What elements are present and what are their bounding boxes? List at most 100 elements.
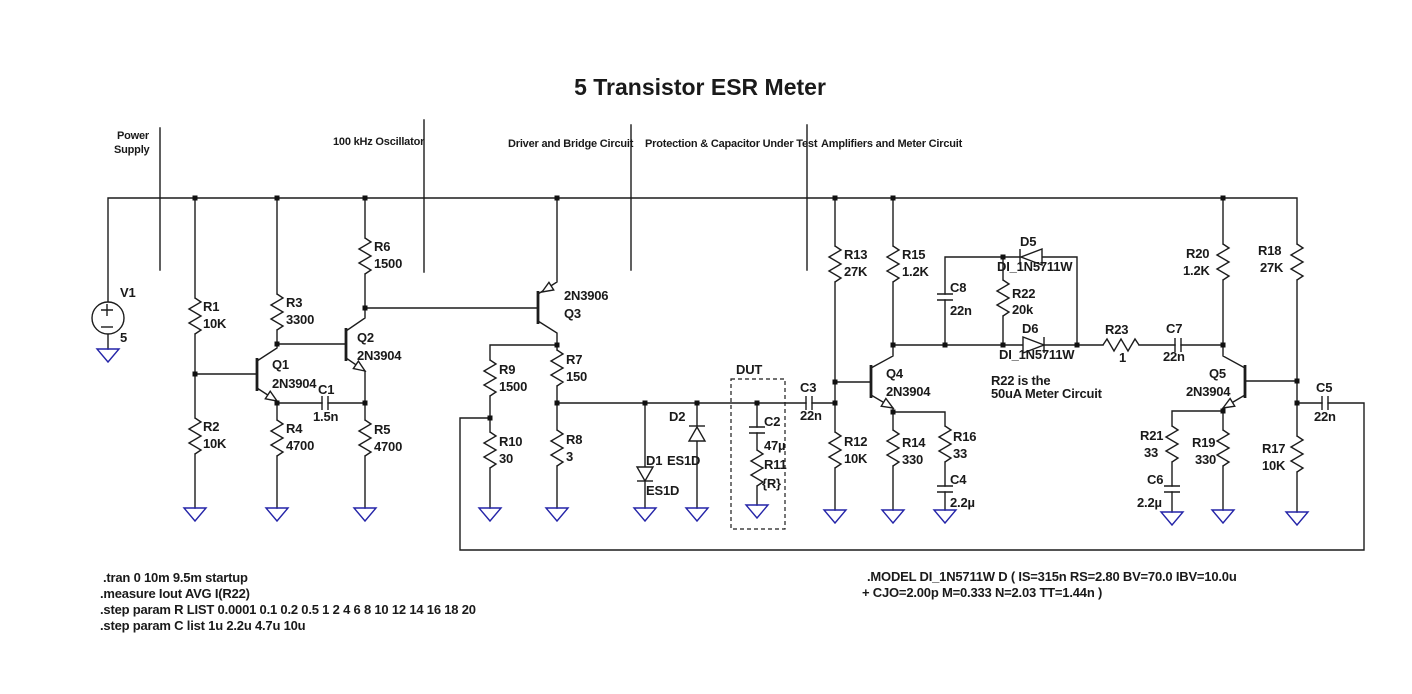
transistor-Q2[interactable] [344, 328, 369, 376]
label-R12-name: R12 [844, 434, 867, 449]
label-Q2-name: Q2 [357, 330, 374, 345]
transistor-Q4[interactable] [869, 365, 897, 413]
diode-D5[interactable] [1019, 247, 1043, 267]
diode-D1[interactable] [635, 466, 655, 483]
ground-icon[interactable] [265, 507, 289, 522]
resistor-R21[interactable] [1165, 425, 1179, 463]
resistor-R2[interactable] [188, 417, 202, 455]
directive-model-line2[interactable]: + CJO=2.00p M=0.333 N=2.03 TT=1.44n ) [862, 585, 1102, 600]
capacitor-C2[interactable] [748, 426, 766, 434]
resistor-R9[interactable] [483, 359, 497, 397]
ground-icon[interactable] [1160, 511, 1184, 526]
resistor-R5[interactable] [358, 419, 372, 457]
label-R3-name: R3 [286, 295, 302, 310]
label-R13-value: 27K [844, 264, 868, 279]
label-Q2-value: 2N3904 [357, 348, 402, 363]
plus-sign-icon [101, 304, 113, 316]
resistor-R16[interactable] [938, 425, 952, 463]
ground-icon[interactable] [478, 507, 502, 522]
label-R15-name: R15 [902, 247, 925, 262]
transistor-Q3[interactable] [536, 281, 555, 324]
resistor-R7[interactable] [550, 349, 564, 387]
resistor-R13[interactable] [828, 245, 842, 283]
section-label-power-1: Power [117, 130, 150, 142]
label-D2-name: D2 [669, 409, 685, 424]
label-R20-name: R20 [1186, 246, 1209, 261]
ground-icon[interactable] [353, 507, 377, 522]
capacitor-C1[interactable] [321, 395, 329, 411]
capacitor-C5[interactable] [1321, 395, 1329, 411]
page-title: 5 Transistor ESR Meter [574, 74, 826, 100]
label-R9-name: R9 [499, 362, 515, 377]
diode-D2[interactable] [687, 425, 707, 442]
label-R9-value: 1500 [499, 379, 527, 394]
ground-icon[interactable] [745, 504, 769, 519]
resistor-R17[interactable] [1290, 435, 1304, 473]
ground-icon[interactable] [823, 509, 847, 524]
label-D1-name: D1 [646, 453, 662, 468]
resistor-R12[interactable] [828, 431, 842, 469]
label-Q5-name: Q5 [1209, 366, 1226, 381]
label-R13-name: R13 [844, 247, 867, 262]
resistor-R10[interactable] [483, 431, 497, 469]
label-V1-value: 5 [120, 330, 127, 345]
directive-model-line1[interactable]: .MODEL DI_1N5711W D ( IS=315n RS=2.80 BV… [867, 569, 1237, 584]
ground-icon[interactable] [183, 507, 207, 522]
label-R16-value: 33 [953, 446, 967, 461]
label-C2-value: 47µ [764, 438, 785, 453]
resistor-R20[interactable] [1216, 243, 1230, 281]
directive-measure[interactable]: .measure Iout AVG I(R22) [100, 586, 250, 601]
label-Q1-value: 2N3904 [272, 376, 317, 391]
label-R5-value: 4700 [374, 439, 402, 454]
label-R18-name: R18 [1258, 243, 1281, 258]
label-Q5-value: 2N3904 [1186, 384, 1231, 399]
ground-icon[interactable] [96, 348, 120, 363]
resistor-R1[interactable] [188, 297, 202, 335]
directive-step-r[interactable]: .step param R LIST 0.0001 0.1 0.2 0.5 1 … [100, 602, 476, 617]
label-R22-value: 20k [1012, 302, 1034, 317]
label-R10-value: 30 [499, 451, 513, 466]
label-R11-value: {R} [762, 476, 781, 491]
label-R2-name: R2 [203, 419, 219, 434]
section-label-power-2: Supply [114, 144, 151, 156]
directive-step-c[interactable]: .step param C list 1u 2.2u 4.7u 10u [100, 618, 306, 633]
ground-icon[interactable] [545, 507, 569, 522]
resistor-R14[interactable] [886, 429, 900, 467]
resistor-R4[interactable] [270, 419, 284, 457]
ground-icon[interactable] [933, 509, 957, 524]
emitter-arrow-icon [538, 281, 555, 297]
label-R12-value: 10K [844, 451, 868, 466]
transistor-Q5[interactable] [1219, 365, 1247, 413]
resistor-R19[interactable] [1216, 429, 1230, 467]
ground-icon[interactable] [633, 507, 657, 522]
resistor-R18[interactable] [1290, 243, 1304, 281]
label-R21-value: 33 [1144, 445, 1158, 460]
label-D5-name: D5 [1020, 234, 1036, 249]
resistor-R8[interactable] [550, 429, 564, 467]
label-R11-name: R11 [764, 457, 787, 472]
label-Q3-value: 2N3906 [564, 288, 608, 303]
label-R18-value: 27K [1260, 260, 1284, 275]
directive-tran[interactable]: .tran 0 10m 9.5m startup [103, 570, 248, 585]
label-C6-name: C6 [1147, 472, 1163, 487]
resistor-R22[interactable] [996, 279, 1010, 317]
label-V1-name: V1 [120, 285, 136, 300]
ground-icon[interactable] [685, 507, 709, 522]
label-C6-value: 2.2µ [1137, 495, 1162, 510]
section-label-amplifiers: Amplifiers and Meter Circuit [821, 138, 963, 150]
label-R7-name: R7 [566, 352, 582, 367]
resistor-R6[interactable] [358, 237, 372, 275]
ground-icon[interactable] [1285, 511, 1309, 526]
resistor-R15[interactable] [886, 245, 900, 283]
capacitor-C6[interactable] [1163, 485, 1181, 493]
voltage-source-V1[interactable] [91, 301, 125, 335]
diode-D6[interactable] [1022, 335, 1046, 355]
ground-icon[interactable] [1211, 509, 1235, 524]
transistor-Q1[interactable] [255, 358, 281, 406]
label-R15-value: 1.2K [902, 264, 929, 279]
resistor-R3[interactable] [270, 293, 284, 331]
label-R6-value: 1500 [374, 256, 402, 271]
ground-icon[interactable] [881, 509, 905, 524]
note-r22-line1: R22 is the [991, 373, 1050, 388]
